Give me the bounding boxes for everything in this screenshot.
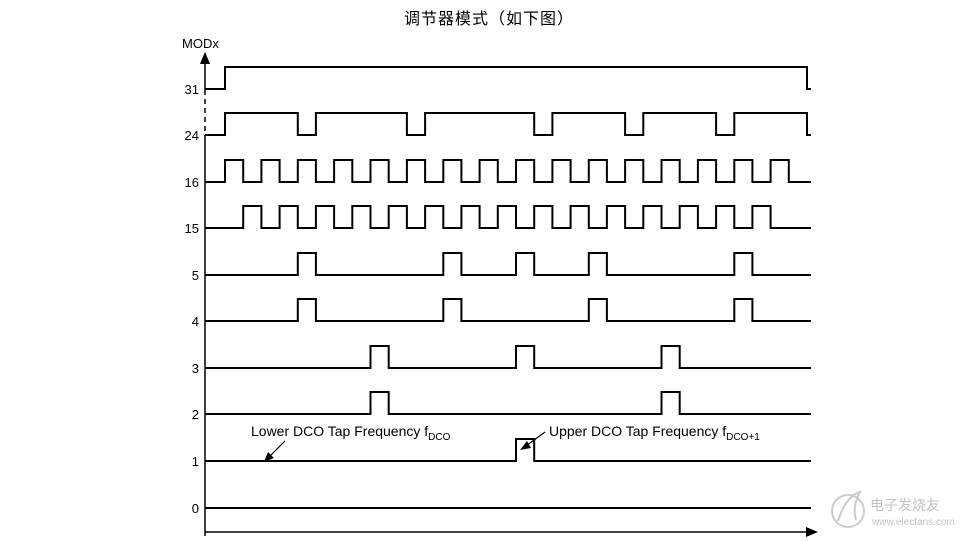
- upper-annotation-arrow: [525, 431, 546, 447]
- level-label-15: 15: [185, 221, 199, 236]
- watermark-url: www.elecfans.com: [871, 517, 955, 528]
- page-title: 调节器模式（如下图）: [403, 9, 574, 28]
- level-label-3: 3: [192, 361, 199, 376]
- waveform-15: [205, 205, 811, 229]
- waveform-16: [205, 159, 811, 183]
- level-label-31: 31: [185, 82, 199, 97]
- lower-annotation: Lower DCO Tap Frequency fDCO: [251, 423, 451, 443]
- y-axis-arrow: [200, 52, 210, 64]
- waveform-2: [205, 391, 811, 415]
- upper-annotation-text: Upper DCO Tap Frequency f: [549, 423, 726, 439]
- level-label-4: 4: [192, 314, 199, 329]
- level-labels: 31 24 16 15 5 4 3 2 1 0: [185, 82, 199, 516]
- waveform-4: [205, 298, 811, 322]
- y-axis-title: MODx: [182, 36, 219, 51]
- watermark-logo-icon: [831, 494, 865, 528]
- watermark: 电子发烧友 www.elecfans.com: [831, 490, 955, 528]
- level-label-1: 1: [192, 454, 199, 469]
- lower-annotation-arrowhead: [264, 452, 274, 462]
- lower-annotation-text: Lower DCO Tap Frequency f: [251, 423, 428, 439]
- level-label-16: 16: [185, 175, 199, 190]
- upper-annotation-arrowhead: [520, 441, 531, 450]
- level-label-5: 5: [192, 268, 199, 283]
- upper-annotation: Upper DCO Tap Frequency fDCO+1: [549, 423, 760, 443]
- level-label-2: 2: [192, 407, 199, 422]
- waveforms: [205, 66, 811, 509]
- watermark-swoosh-icon: [837, 490, 863, 522]
- watermark-text: 电子发烧友: [870, 497, 940, 513]
- waveform-31: [205, 66, 811, 90]
- waveform-5: [205, 252, 811, 276]
- level-label-0: 0: [192, 501, 199, 516]
- level-label-24: 24: [185, 128, 199, 143]
- x-axis-arrow: [806, 527, 818, 537]
- upper-annotation-sub: DCO+1: [726, 432, 760, 443]
- waveform-3: [205, 345, 811, 369]
- waveform-24: [205, 112, 811, 136]
- waveform-1: [205, 438, 811, 462]
- lower-annotation-sub: DCO: [428, 432, 450, 443]
